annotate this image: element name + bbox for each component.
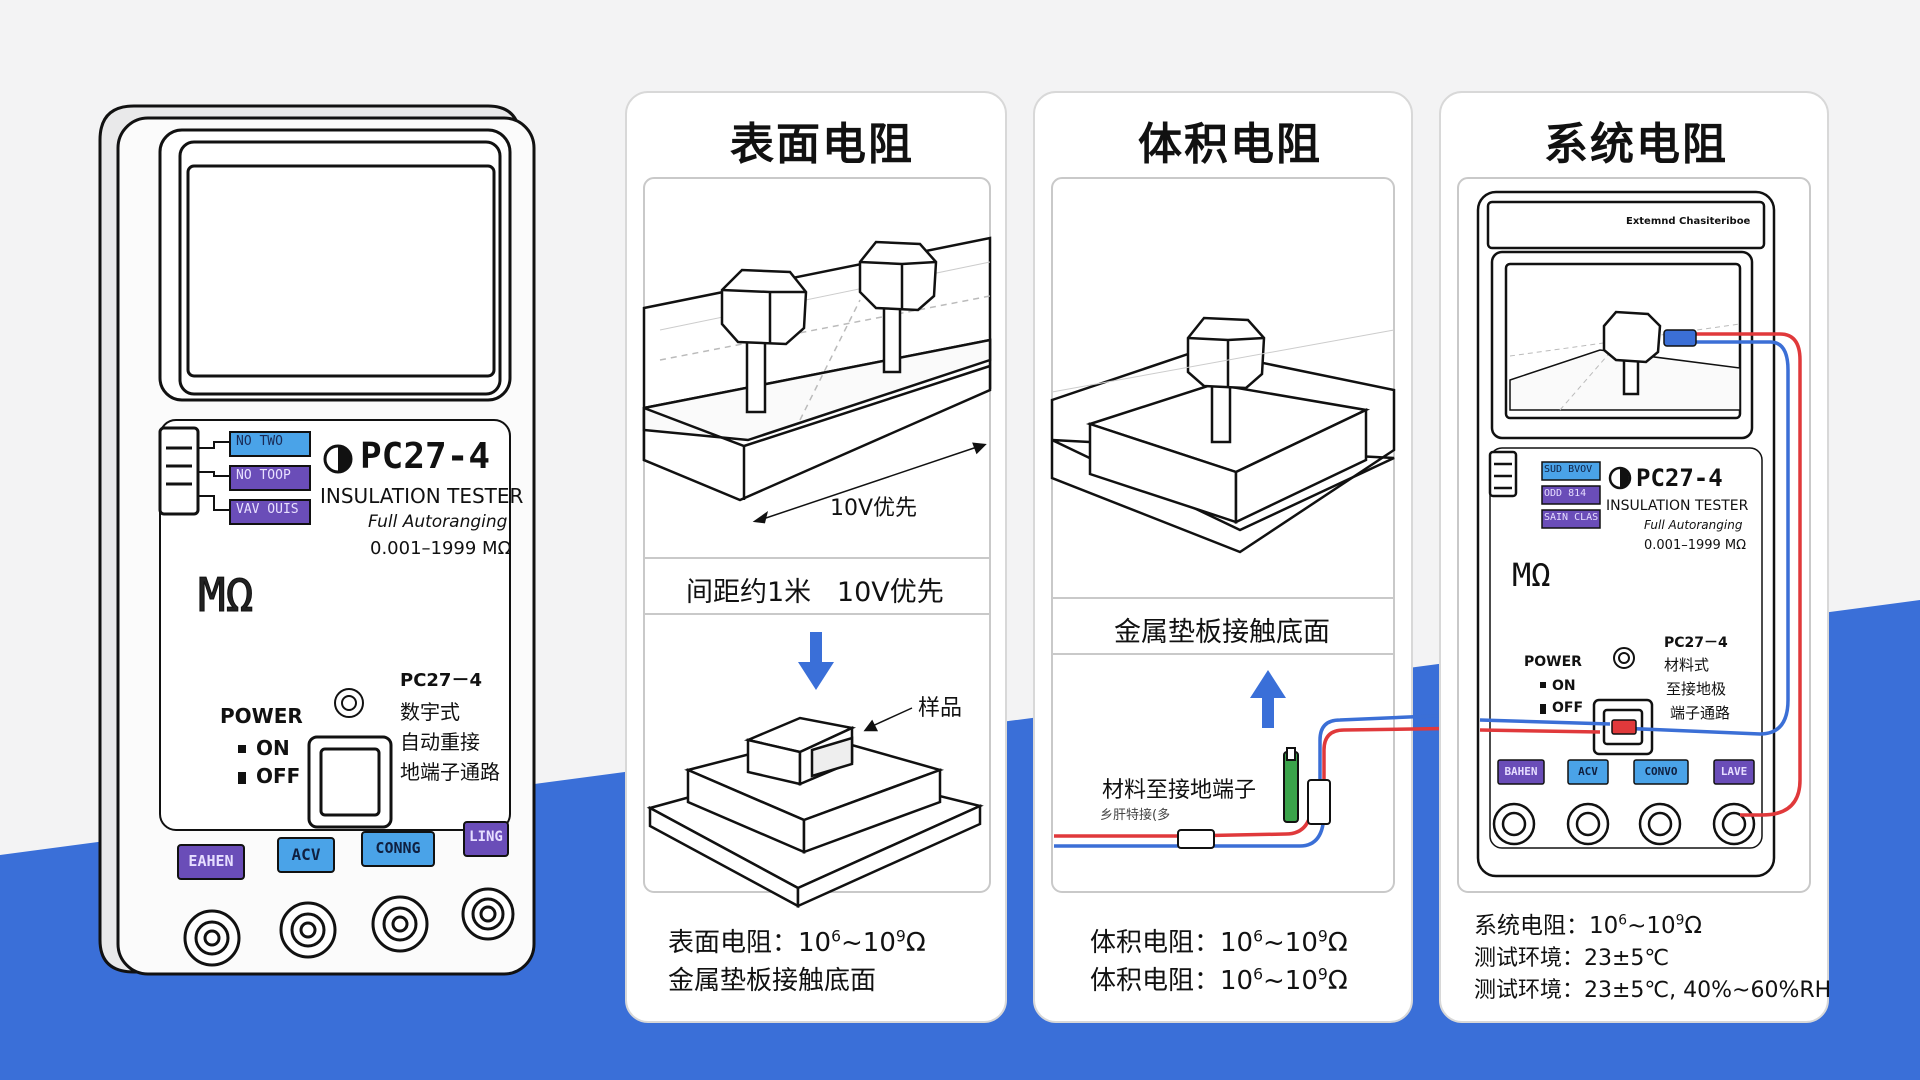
sys-button-1-label: BAHEN xyxy=(1504,765,1538,778)
sys-switch-connector xyxy=(1611,719,1637,735)
surface-caption-2: 金属垫板接触底面 xyxy=(668,966,877,996)
panel-volume-frame xyxy=(1033,91,1413,1023)
ground-sub-label: 乡肝特接(多 xyxy=(1100,808,1171,823)
left-button-3-label: CONNG xyxy=(375,839,421,857)
volume-test-illustration xyxy=(1050,316,1396,554)
system-side-text-2: 材料式 xyxy=(1664,656,1710,674)
volume-bar-text: 金属垫板接触底面 xyxy=(1114,617,1330,648)
off-indicator xyxy=(238,772,246,784)
system-caption-3: 测试环境：23±5℃, 40%~60%RH xyxy=(1474,978,1832,1003)
sys-button-4-label: LAVE xyxy=(1720,765,1748,778)
side-text-2: 数宇式 xyxy=(400,700,460,724)
volume-caption-1: 体积电阻：106~109Ω xyxy=(1090,927,1348,958)
power-label: POWER xyxy=(220,704,303,728)
surface-voltage-note: 10V优先 xyxy=(830,496,918,521)
system-unit-symbol: MΩ xyxy=(1512,556,1551,594)
system-caption-1: 系统电阻：106~109Ω xyxy=(1474,912,1702,939)
system-side-text-1: PC27－4 xyxy=(1664,635,1728,651)
sys-button-3-label: CONVO xyxy=(1644,765,1678,778)
sys-range-tag-1[interactable] xyxy=(1541,461,1601,481)
sys-range-tag-2[interactable] xyxy=(1541,485,1601,505)
side-text-4: 地端子通路 xyxy=(400,760,500,784)
sys-probe-connector xyxy=(1663,329,1697,347)
tester-autorange: Full Autoranging xyxy=(368,512,508,532)
sys-button-3[interactable] xyxy=(1633,759,1689,785)
insulation-tester-device xyxy=(98,104,536,976)
left-button-3[interactable] xyxy=(361,831,435,867)
system-test-leads xyxy=(1479,332,1802,817)
surface-caption-1: 表面电阻：106~109Ω xyxy=(668,927,926,958)
left-button-4-label: LING xyxy=(469,829,503,845)
volume-probe-plugs xyxy=(1177,747,1331,849)
system-autorange: Full Autoranging xyxy=(1644,518,1743,532)
surface-bar-text: 间距约1米 10V优先 xyxy=(686,577,944,608)
range-tag-2-label: NO TOOP xyxy=(236,468,291,483)
sys-button-1[interactable] xyxy=(1497,759,1545,785)
sys-range-tag-3[interactable] xyxy=(1541,509,1601,529)
sys-range-tag-1-label: SUD BVOV xyxy=(1544,464,1593,475)
left-button-4[interactable] xyxy=(463,821,509,857)
system-name: INSULATION TESTER xyxy=(1606,498,1749,514)
left-button-2[interactable] xyxy=(277,837,335,873)
system-range: 0.001–1999 MΩ xyxy=(1644,538,1747,553)
range-tag-1-label: NO TWO xyxy=(236,434,283,449)
sys-on-indicator xyxy=(1540,682,1546,688)
surface-title: 表面电阻 xyxy=(730,119,914,170)
side-text-3: 自动重接 xyxy=(400,730,480,754)
ground-label: 材料至接地端子 xyxy=(1102,778,1257,803)
system-side-text-4: 端子通路 xyxy=(1670,704,1731,722)
on-label: ON xyxy=(256,736,290,760)
side-text-1: PC27－4 xyxy=(400,670,482,691)
system-power-label: POWER xyxy=(1524,654,1582,670)
sys-button-4[interactable] xyxy=(1713,759,1755,785)
system-title: 系统电阻 xyxy=(1544,119,1728,170)
sys-model-logo-half xyxy=(1620,469,1629,487)
system-model: PC27-4 xyxy=(1636,464,1723,492)
range-tag-3[interactable] xyxy=(229,499,311,525)
system-side-text-3: 至接地极 xyxy=(1666,680,1727,698)
system-off-label: OFF xyxy=(1552,700,1584,716)
sys-button-2-label: ACV xyxy=(1578,765,1598,778)
system-caption-2: 测试环境：23±5℃ xyxy=(1474,946,1670,971)
off-label: OFF xyxy=(256,764,301,788)
system-header-text: Extemnd Chasiteriboe xyxy=(1626,216,1751,227)
volume-title: 体积电阻 xyxy=(1138,119,1322,170)
system-on-label: ON xyxy=(1552,678,1576,694)
sample-label: 样品 xyxy=(918,696,963,721)
unit-symbol: MΩ xyxy=(197,568,254,623)
sys-button-2[interactable] xyxy=(1567,759,1609,785)
left-button-1-label: EAHEN xyxy=(188,852,234,870)
volume-caption-2: 体积电阻：106~109Ω xyxy=(1090,965,1348,996)
left-button-1[interactable] xyxy=(177,844,245,880)
sys-range-tag-3-label: SAIN CLAS xyxy=(1544,512,1599,523)
tester-name: INSULATION TESTER xyxy=(320,484,524,508)
range-tag-3-label: VAV OUIS xyxy=(236,502,299,517)
range-tag-2[interactable] xyxy=(229,465,311,491)
tester-model: PC27-4 xyxy=(360,436,491,477)
range-tag-1[interactable] xyxy=(229,431,311,457)
sys-range-tag-2-label: ODD 814 xyxy=(1544,488,1587,499)
model-logo-half xyxy=(338,447,350,471)
tester-range: 0.001–1999 MΩ xyxy=(370,538,512,559)
system-tester-device xyxy=(1476,190,1776,878)
on-indicator xyxy=(238,745,246,753)
up-arrow-icon xyxy=(1250,670,1286,728)
sys-off-indicator xyxy=(1540,704,1546,714)
left-button-2-label: ACV xyxy=(291,845,321,864)
down-arrow-icon xyxy=(798,632,834,690)
surface-test-illustration xyxy=(642,236,992,909)
